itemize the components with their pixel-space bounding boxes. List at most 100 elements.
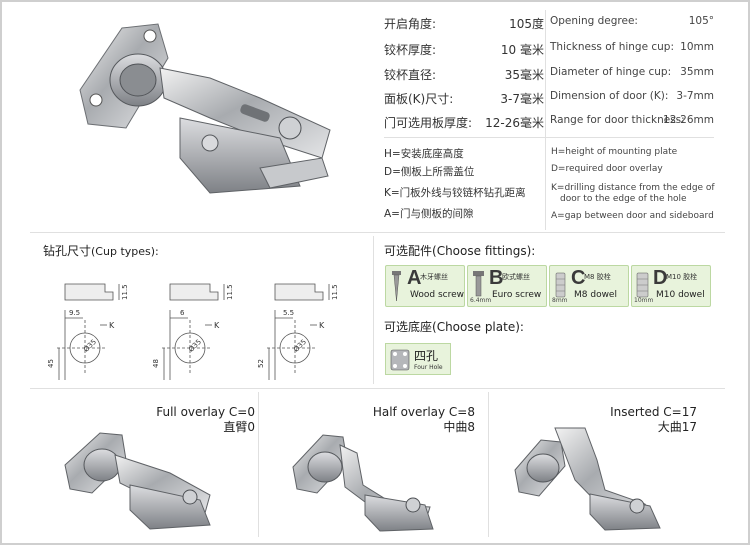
definition-k-en: K=drilling distance from the edge of <box>551 183 715 193</box>
spec-label-en: Diameter of hinge cup: <box>550 66 672 78</box>
spec-label-cn: 面板(K)尺寸: <box>384 92 454 106</box>
plate-label-en: Four Hole <box>414 364 443 371</box>
spec-value-cn: 105度 <box>509 17 544 31</box>
hinge-divider-1 <box>258 392 259 537</box>
cup-types-title-cn: 钻孔尺寸 <box>43 244 92 258</box>
fittings-title-en: (Choose fittings): <box>432 244 536 258</box>
fittings-title-cn: 可选配件 <box>384 244 433 258</box>
spec-label-en: Dimension of door (K): <box>550 90 669 102</box>
spec-divider <box>384 137 714 138</box>
fittings-title: 可选配件(Choose fittings): <box>384 242 535 259</box>
definition-a-cn: A=门与侧板的间隙 <box>384 208 474 220</box>
diameter-label: Ø35 <box>187 338 203 354</box>
spec-value-cn: 12-26毫米 <box>485 116 544 130</box>
section-divider-top <box>30 232 725 233</box>
main-hinge-image <box>79 23 331 194</box>
euro-screw-icon <box>473 271 484 297</box>
spec-value-cn: 35毫米 <box>504 68 544 82</box>
spec-column-divider <box>545 10 546 230</box>
definition-h-cn: H=安装底座高度 <box>384 148 464 160</box>
cup-types-title-en: (Cup types): <box>91 245 159 258</box>
spec-label-en: Opening degree: <box>550 15 638 27</box>
dowel-icon <box>555 272 566 298</box>
hinge-label-en: Inserted C=17 <box>610 405 697 419</box>
fitting-letter: D <box>653 267 668 289</box>
h-label: 11.5 <box>331 284 339 300</box>
fitting-d: D M10 胶栓 M10 dowel 10mm <box>631 265 711 307</box>
diameter-label: Ø35 <box>292 338 308 354</box>
h-label: 11.5 <box>226 284 234 300</box>
fitting-letter: B <box>489 267 504 289</box>
spec-value-cn: 10 毫米 <box>500 43 544 57</box>
spec-label-cn: 开启角度: <box>384 17 437 31</box>
spec-value-en: 105° <box>688 15 714 27</box>
section-divider-bottom <box>30 388 725 389</box>
spec-label-cn: 门可选用板厚度: <box>384 116 473 130</box>
fitting-b: B 欧式螺丝 Euro screw 6.4mm <box>467 265 547 307</box>
hinge-label-en: Half overlay C=8 <box>372 405 475 419</box>
spec-label-en: Range for door thickness: <box>550 114 685 126</box>
hinge-caption: Inserted C=17 大曲17 <box>560 405 697 435</box>
plate-label-cn: 四孔 <box>414 349 439 363</box>
hinge-inserted-image <box>514 427 661 531</box>
height-label: 48 <box>152 359 160 368</box>
hinge-label-en: Full overlay C=0 <box>156 405 255 419</box>
hinge-divider-2 <box>488 392 489 537</box>
definition-a-en: A=gap between door and sideboard <box>551 211 714 221</box>
plate-option: 四孔 Four Hole <box>385 343 451 375</box>
fitting-label-en: Euro screw <box>492 290 542 300</box>
height-label: 45 <box>47 359 55 368</box>
k-label: K <box>214 321 220 330</box>
fitting-label-cn: 木牙螺丝 <box>420 273 448 281</box>
plate-title: 可选底座(Choose plate): <box>384 318 524 335</box>
spec-row: 面板(K)尺寸: 3-7毫米 Dimension of door (K): 3-… <box>384 90 714 106</box>
k-label: K <box>319 321 325 330</box>
spec-value-en: 12-26mm <box>663 114 714 126</box>
screw-icon <box>392 271 401 301</box>
definition-h-en: H=height of mounting plate <box>551 147 678 157</box>
mounting-plate-icon <box>390 349 410 371</box>
fitting-label-cn: 欧式螺丝 <box>502 273 530 281</box>
definition-d-en: D=required door overlay <box>551 164 663 174</box>
fitting-size: 10mm <box>634 297 654 304</box>
fitting-label-cn: M10 胶栓 <box>666 273 698 281</box>
section-divider-mid <box>373 236 374 384</box>
fitting-size: 6.4mm <box>470 297 492 304</box>
offset-label: 9.5 <box>69 309 80 317</box>
plate-title-cn: 可选底座 <box>384 320 433 334</box>
cup-diagram: 9.5 45 Ø35 K 11.5 <box>47 283 129 380</box>
spec-value-en: 35mm <box>680 66 714 78</box>
hinge-full-overlay-image <box>64 432 211 530</box>
offset-label: 6 <box>180 309 185 317</box>
hinge-label-cn: 大曲17 <box>657 420 697 434</box>
fitting-letter: C <box>571 267 586 289</box>
hinge-half-overlay-image <box>292 434 434 532</box>
height-label: 52 <box>257 359 265 368</box>
spec-row: 铰杯厚度: 10 毫米 Thickness of hinge cup: 10mm <box>384 41 714 57</box>
plate-title-en: (Choose plate): <box>432 320 524 334</box>
fitting-label-cn: M8 胶栓 <box>584 273 611 281</box>
offset-label: 5.5 <box>283 309 294 317</box>
definition-d-cn: D=侧板上所需盖位 <box>384 166 475 178</box>
definition-k-cn: K=门板外线与铰链杯钻孔距离 <box>384 187 526 199</box>
spec-value-en: 10mm <box>680 41 714 53</box>
spec-label-cn: 铰杯厚度: <box>384 43 437 57</box>
diameter-label: Ø35 <box>82 338 98 354</box>
fitting-a: A 木牙螺丝 Wood screw <box>385 265 465 307</box>
fitting-label-en: M8 dowel <box>574 290 617 300</box>
fitting-letter: A <box>407 267 422 289</box>
dowel-icon <box>636 272 649 298</box>
spec-row: 铰杯直径: 35毫米 Diameter of hinge cup: 35mm <box>384 66 714 82</box>
spec-row: 门可选用板厚度: 12-26毫米 Range for door thicknes… <box>384 114 714 130</box>
hinge-label-cn: 直臂0 <box>223 420 255 434</box>
cup-types-title: 钻孔尺寸(Cup types): <box>43 242 159 259</box>
spec-value-en: 3-7mm <box>676 90 714 102</box>
fitting-c: C M8 胶栓 M8 dowel 8mm <box>549 265 629 307</box>
fitting-size: 8mm <box>552 297 568 304</box>
cup-diagram: 5.5 52 Ø35 K 11.5 <box>257 283 339 380</box>
cup-diagram: 6 48 Ø35 K 11.5 <box>152 283 234 380</box>
spec-label-en: Thickness of hinge cup: <box>550 41 675 53</box>
spec-label-cn: 铰杯直径: <box>384 68 437 82</box>
definition-k-en-cont: door to the edge of the hole <box>560 194 687 204</box>
